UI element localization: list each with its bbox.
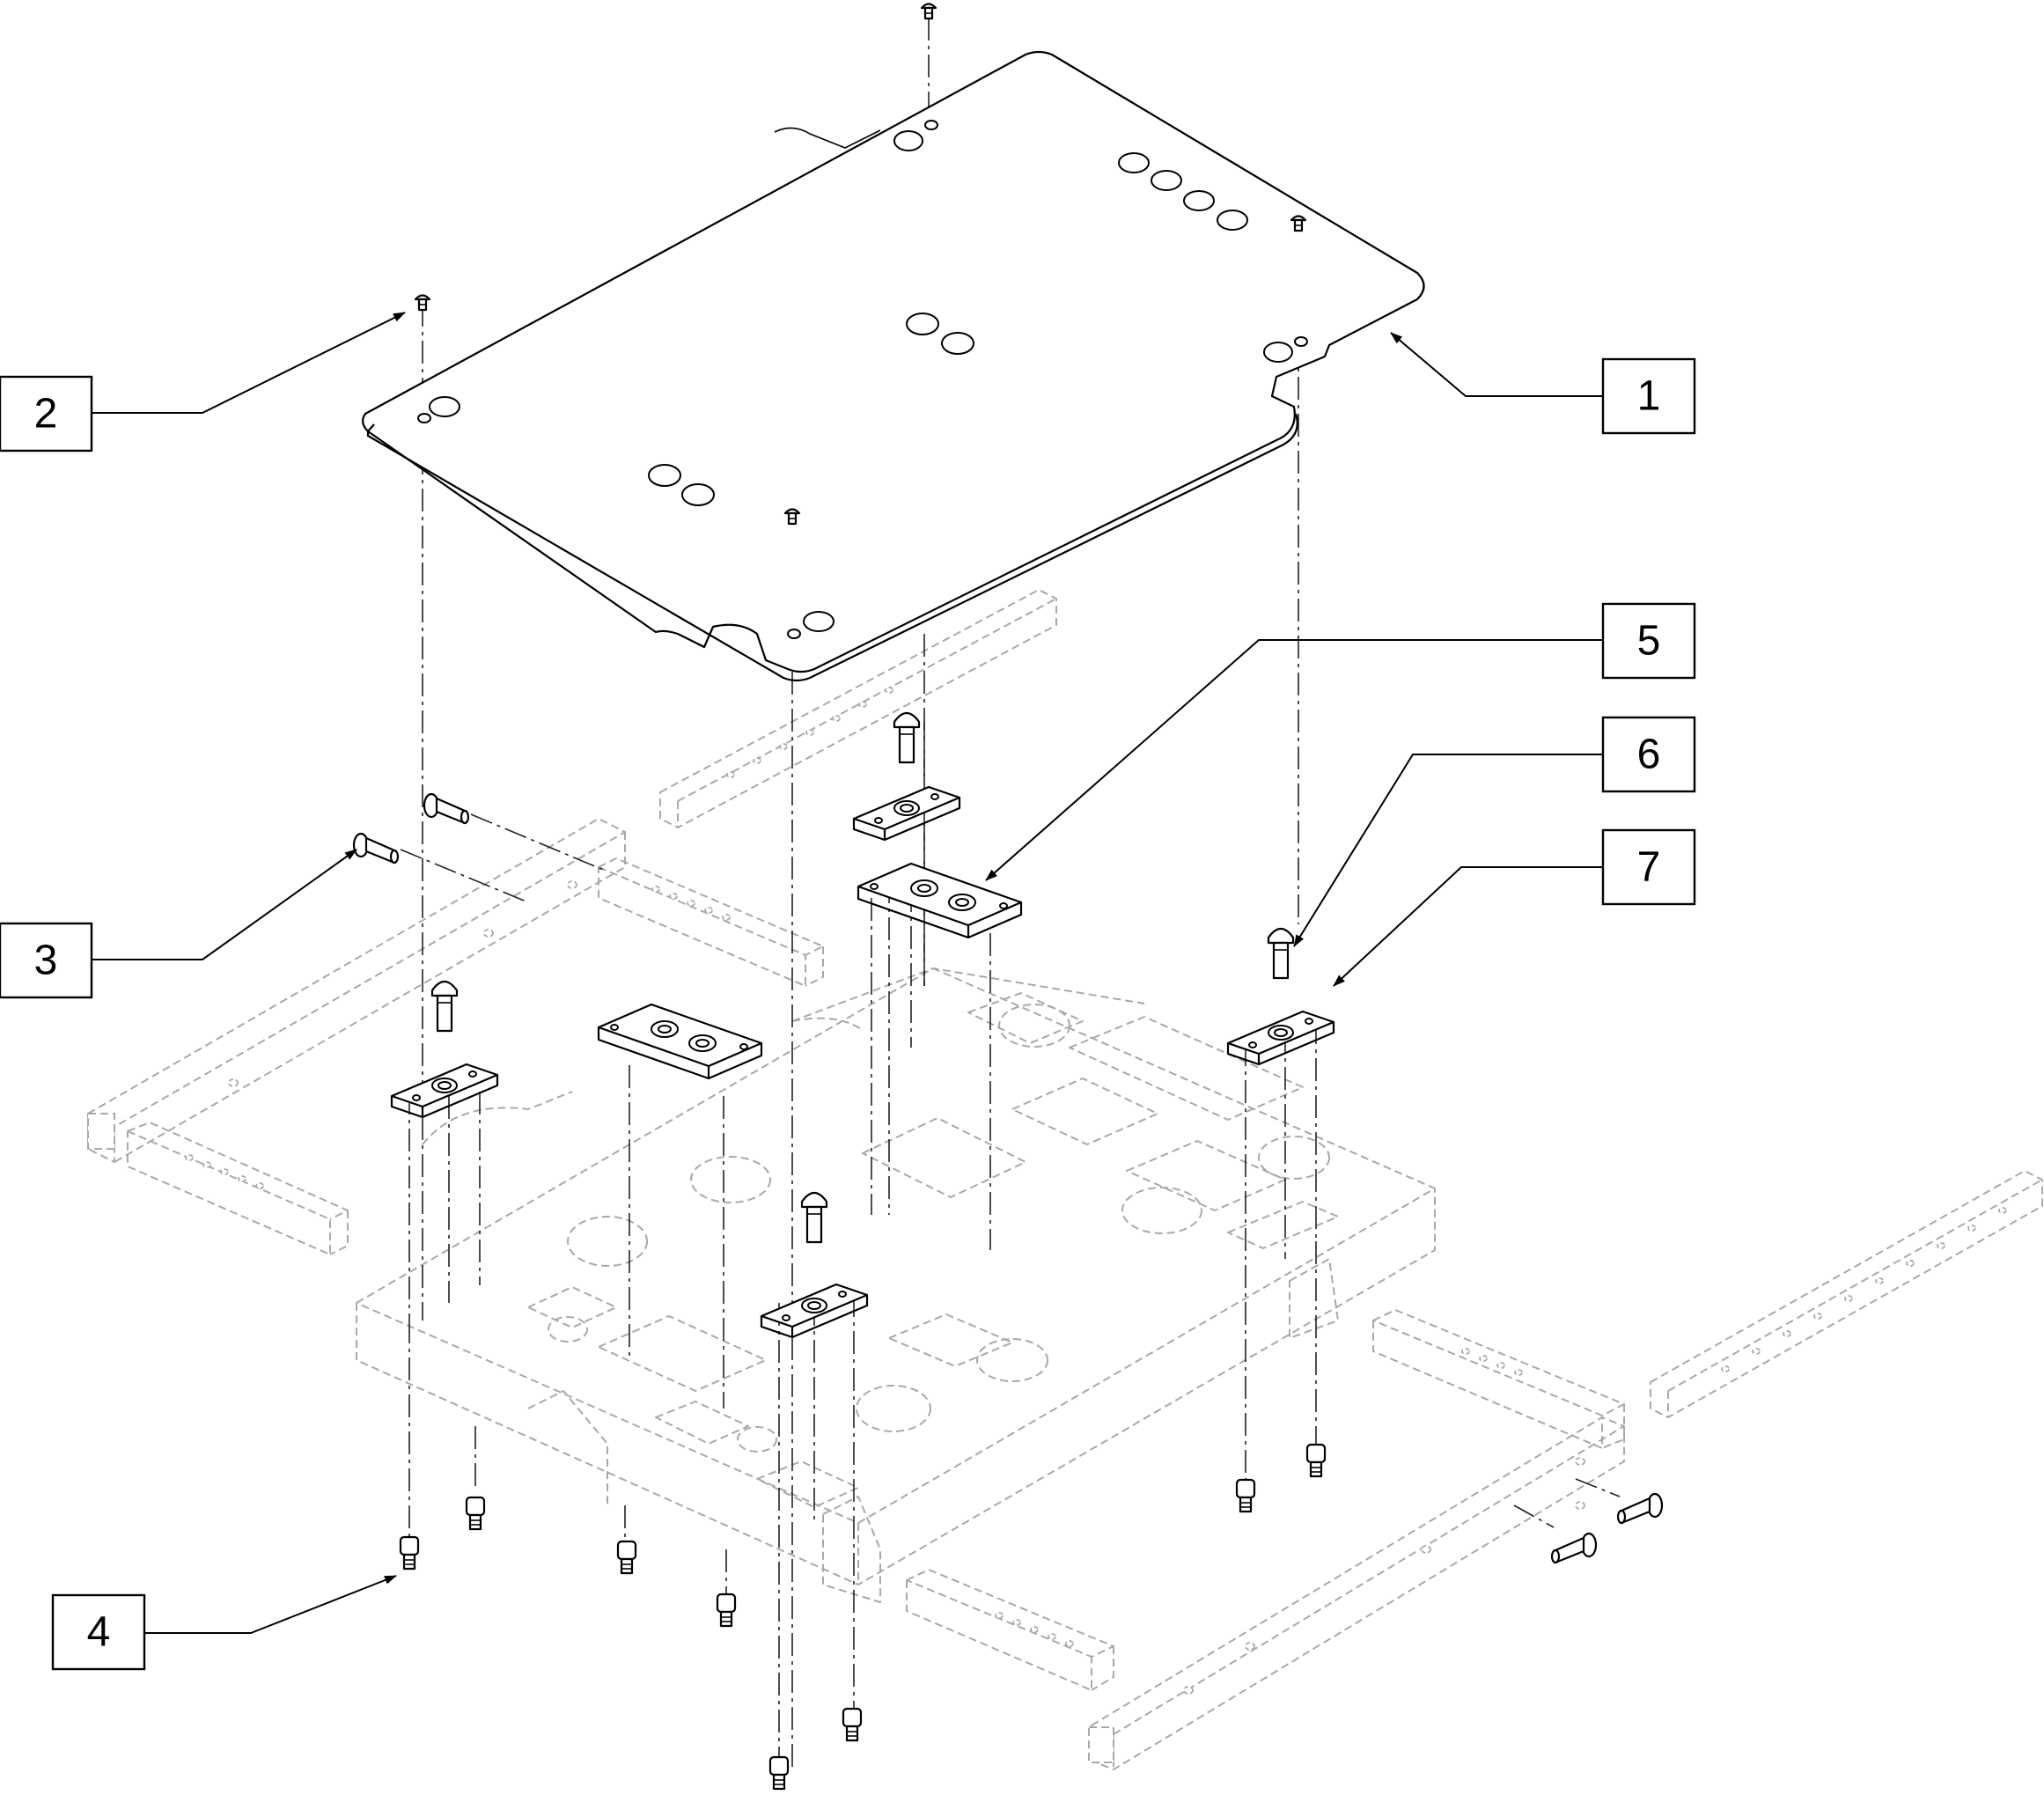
vertical-bolts [430,711,1295,1244]
callout-7-label: 7 [1637,844,1661,891]
callout-3: 3 [0,922,93,999]
horizontal-bolts [352,792,1664,1564]
callout-5-label: 5 [1637,618,1661,665]
callout-6-label: 6 [1637,732,1661,778]
callout-6: 6 [1601,716,1696,793]
callout-2-label: 2 [34,391,58,438]
callout-leaders [92,312,1602,1634]
seat-pan-plate [362,50,1425,682]
callout-7: 7 [1601,828,1696,906]
nut-plates [390,785,1335,1339]
callout-3-label: 3 [34,938,58,984]
callout-2: 2 [0,375,93,452]
seat-frame-phantom [87,589,2043,1770]
callout-1: 1 [1601,357,1696,435]
socket-screws [399,1443,1327,1791]
callout-5: 5 [1601,602,1696,680]
callout-1-label: 1 [1637,373,1661,420]
assembly-center-lines [400,18,1621,1769]
callout-4-label: 4 [87,1609,111,1656]
callout-4: 4 [51,1593,146,1671]
